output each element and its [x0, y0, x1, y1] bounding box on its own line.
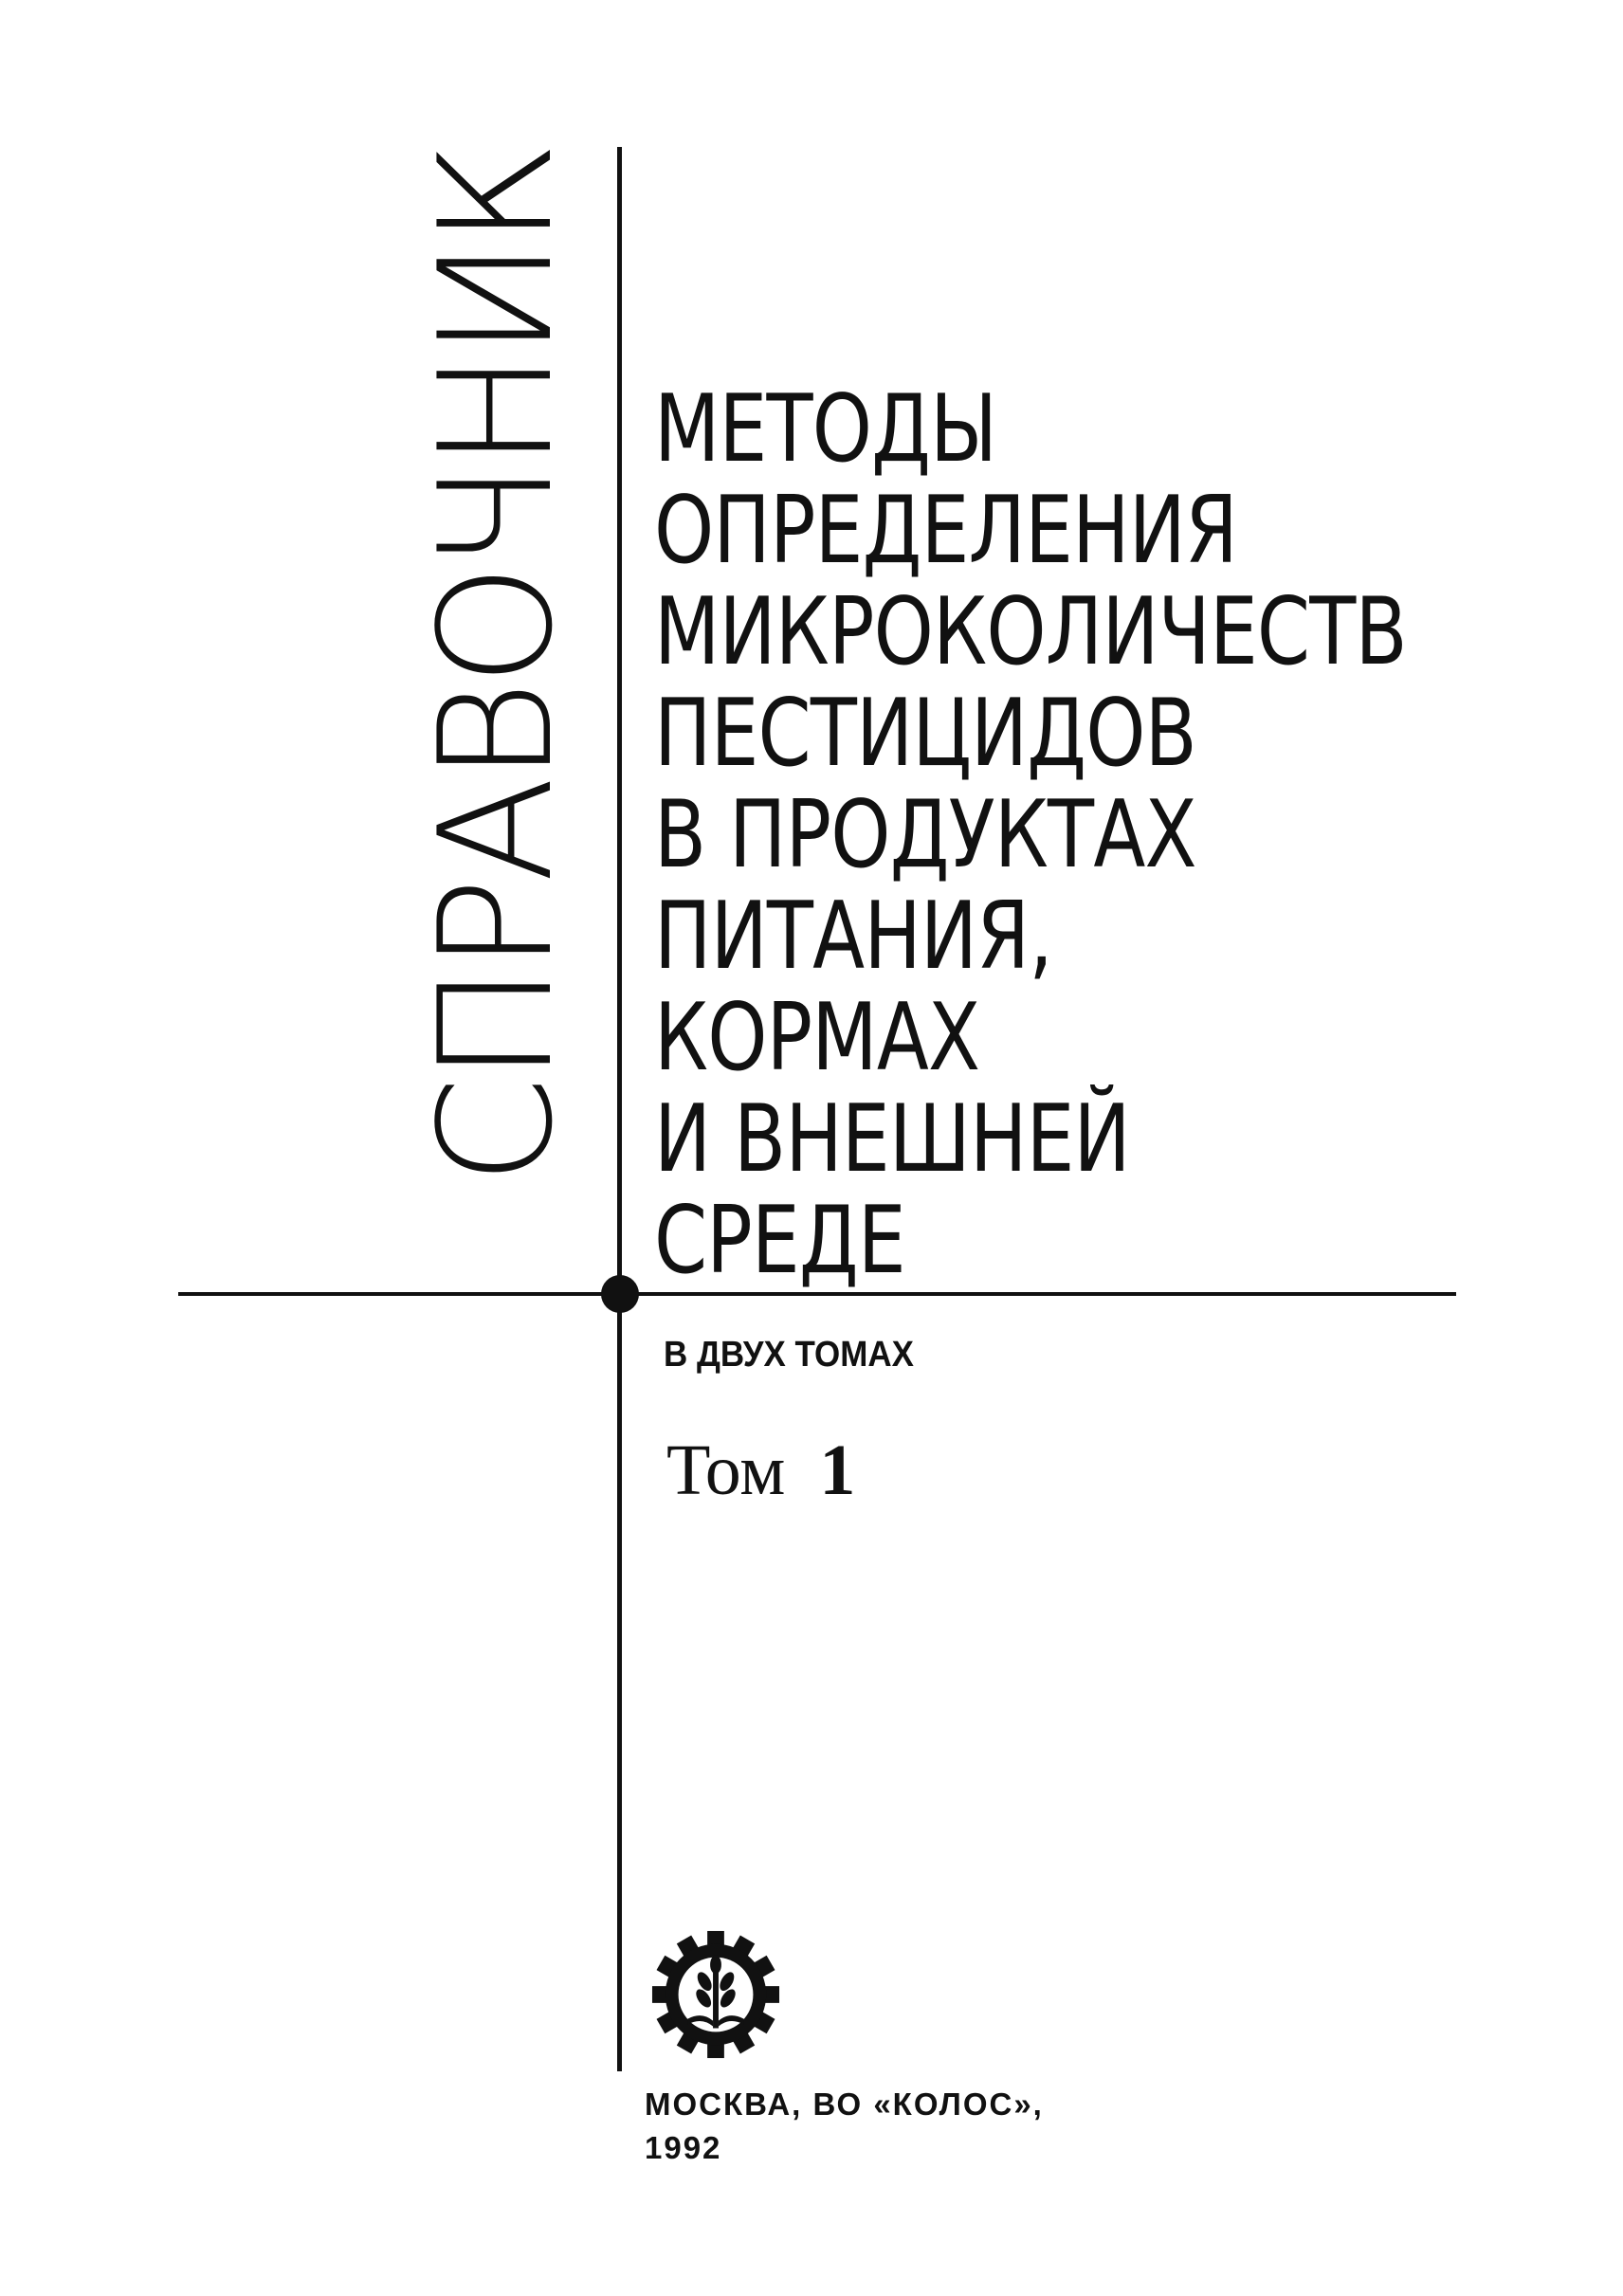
publisher-city: МОСКВА, ВО «КОЛОС»,	[645, 2086, 1044, 2122]
vertical-rule	[617, 147, 622, 2071]
title-line: ОПРЕДЕЛЕНИЯ	[654, 477, 1238, 585]
publication-year: 1992	[645, 2130, 722, 2165]
publisher-emblem-icon	[651, 1930, 780, 2059]
title-line: СРЕДЕ	[654, 1187, 906, 1295]
title-line: В ПРОДУКТАХ	[654, 781, 1197, 889]
volume-label: Том	[666, 1430, 786, 1510]
title-line: МИКРОКОЛИЧЕСТВ	[654, 578, 1408, 686]
volumes-note: В ДВУХ ТОМАХ	[664, 1335, 914, 1375]
title-line: МЕТОДЫ	[654, 375, 997, 483]
title-line: КОРМАХ	[654, 984, 980, 1092]
publisher-imprint: МОСКВА, ВО «КОЛОС», 1992	[645, 2083, 1044, 2170]
title-line: И ВНЕШНЕЙ	[654, 1085, 1131, 1194]
title-line: ПИТАНИЯ,	[654, 883, 1053, 991]
volume-number: 1	[819, 1430, 856, 1510]
intersection-dot	[601, 1275, 639, 1313]
side-label: СПРАВОЧНИК	[406, 146, 587, 1185]
title-line: ПЕСТИЦИДОВ	[654, 680, 1197, 788]
volume-number-line: Том 1	[666, 1430, 855, 1512]
horizontal-rule	[178, 1292, 1456, 1296]
book-title: МЕТОДЫ ОПРЕДЕЛЕНИЯ МИКРОКОЛИЧЕСТВ ПЕСТИЦ…	[654, 379, 1488, 1292]
